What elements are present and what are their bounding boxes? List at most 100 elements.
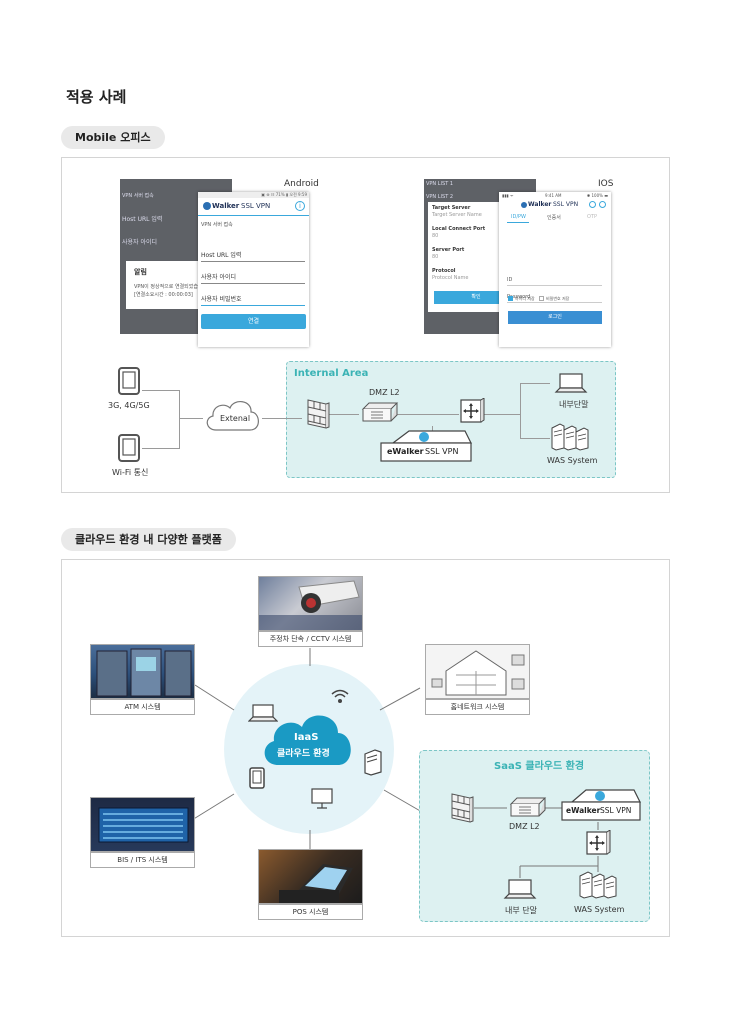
- form-value[interactable]: 80: [432, 233, 439, 239]
- pos-photo: [258, 849, 363, 904]
- server-icon: [363, 748, 383, 776]
- field-placeholder: 사용자 비밀번호: [201, 296, 242, 303]
- section-pill-cloud: 클라우드 환경 내 다양한 플랫폼: [61, 528, 236, 551]
- add-icon[interactable]: [589, 201, 596, 208]
- form-value[interactable]: 80: [432, 254, 439, 260]
- iaas-subtitle: 클라우드 환경: [277, 749, 330, 759]
- ios-bg-item: VPN LIST 1: [426, 181, 454, 187]
- ios-label: IOS: [598, 179, 614, 189]
- was-label: WAS System: [547, 456, 598, 465]
- dmz-label: DMZ L2: [369, 388, 400, 397]
- save-pw-checkbox[interactable]: [539, 296, 544, 301]
- tab-otp[interactable]: OTP: [587, 214, 598, 220]
- iaas-cloud-icon: [258, 707, 358, 769]
- form-value[interactable]: Target Server Name: [432, 212, 482, 218]
- checkbox-label: 아이디 저장: [515, 296, 535, 301]
- mobile-office-panel: Android VPN 서버 접속 Host URL 입력 사용자 아이디 알림…: [61, 157, 670, 493]
- app-brand: Walker: [528, 201, 552, 208]
- ios-bg-item: VPN LIST 2: [426, 194, 454, 200]
- save-id-checkbox[interactable]: [508, 296, 513, 301]
- form-value[interactable]: Protocol Name: [432, 275, 469, 281]
- user-id-field[interactable]: 사용자 아이디: [201, 264, 305, 284]
- terminal-label: 내부 단말: [505, 906, 537, 915]
- switch-icon: [359, 401, 399, 427]
- ios-time: 9:41 AM: [545, 193, 562, 198]
- caption-cctv: 주정차 단속 / CCTV 시스템: [258, 631, 363, 647]
- settings-icon[interactable]: [599, 201, 606, 208]
- form-label: Server Port: [432, 247, 465, 253]
- android-bg-item: VPN 서버 접속: [122, 193, 154, 199]
- spoke-lines: [191, 648, 423, 850]
- input-placeholder: ID: [507, 277, 513, 283]
- dialog-title: 알림: [134, 268, 147, 276]
- caption-atm: ATM 시스템: [90, 699, 195, 715]
- ios-signal: ▮▮▮ ᯤ: [502, 193, 514, 198]
- saas-area-box: [419, 750, 650, 922]
- tab-idpw[interactable]: ID/PW: [511, 214, 526, 220]
- saas-lines: [474, 807, 599, 878]
- device-3g-label: 3G, 4G/5G: [108, 401, 150, 410]
- saas-title: SaaS 클라우드 환경: [494, 761, 585, 772]
- login-button[interactable]: 로그인: [508, 311, 602, 324]
- internal-area-label: Internal Area: [294, 368, 369, 379]
- vpn-suffix: SSL VPN: [600, 806, 632, 815]
- android-bg-item: 사용자 아이디: [122, 239, 158, 246]
- laptop-icon: [554, 372, 588, 394]
- vpn-appliance-icon: [379, 429, 473, 463]
- android-section-label: VPN 서버 접속: [201, 222, 233, 228]
- router-icon: [585, 830, 611, 858]
- firewall-icon: [450, 792, 474, 824]
- wifi-icon: [330, 688, 350, 704]
- host-url-field[interactable]: Host URL 입력: [201, 242, 305, 262]
- form-label: Protocol: [432, 268, 456, 274]
- bis-photo: [90, 797, 195, 852]
- cloud-icon: [202, 394, 264, 434]
- info-icon[interactable]: i: [295, 201, 305, 211]
- vpn-brand: eWalker: [387, 447, 424, 456]
- ios-app-screen: ▮▮▮ ᯤ 9:41 AM ✱ 100% ▬ Walker SSL VPN ID…: [499, 192, 611, 347]
- cloud-label: Extenal: [220, 414, 251, 423]
- mobile-icon: [248, 766, 266, 790]
- android-bg-item: Host URL 입력: [122, 216, 163, 223]
- laptop-icon: [248, 703, 278, 723]
- vpn-brand: eWalker: [566, 806, 601, 815]
- vpn-appliance-icon: [560, 788, 642, 822]
- tab-certificate[interactable]: 인증서: [547, 215, 561, 221]
- android-label: Android: [284, 179, 319, 189]
- password-field[interactable]: 사용자 비밀번호: [201, 286, 305, 306]
- cloud-platform-panel: IaaS 클라우드 환경 주정차 단속 / CCTV 시스템 ATM 시스템 홈…: [61, 559, 670, 937]
- server-icon: [578, 870, 618, 900]
- section-pill-mobile: Mobile 오피스: [61, 126, 165, 149]
- atm-photo: [90, 644, 195, 699]
- app-brand-suffix: SSL VPN: [553, 201, 579, 208]
- ewalker-logo-icon: [203, 202, 211, 210]
- android-app-screen: ▣ ⊕ ☷ 71% ▮ 오전 9:59 Walker SSL VPN i VPN…: [198, 192, 309, 347]
- was-label: WAS System: [574, 905, 625, 914]
- dmz-label: DMZ L2: [509, 822, 540, 831]
- page-title: 적용 사례: [66, 88, 127, 106]
- mobile-device-icon: [117, 366, 141, 396]
- caption-pos: POS 시스템: [258, 904, 363, 920]
- iaas-title: IaaS: [294, 732, 319, 743]
- laptop-icon: [503, 878, 537, 900]
- device-wifi-label: Wi-Fi 통신: [112, 468, 149, 477]
- home-network-photo: [425, 644, 530, 699]
- id-input[interactable]: ID: [507, 266, 602, 286]
- switch-icon: [507, 796, 547, 822]
- tablet-device-icon: [117, 433, 141, 463]
- server-icon: [550, 422, 590, 452]
- confirm-button[interactable]: 확인: [434, 291, 518, 304]
- terminal-label: 내부단말: [559, 400, 589, 409]
- caption-bis: BIS / ITS 시스템: [90, 852, 195, 868]
- vpn-suffix: SSL VPN: [425, 447, 459, 456]
- caption-home-network: 홈네트워크 시스템: [425, 699, 530, 715]
- android-status-bar: ▣ ⊕ ☷ 71% ▮ 오전 9:59: [261, 192, 307, 197]
- connect-button[interactable]: 연결: [201, 314, 306, 329]
- ewalker-logo-icon: [521, 202, 527, 208]
- password-input[interactable]: Password: [507, 283, 602, 303]
- field-placeholder: 사용자 아이디: [201, 274, 237, 281]
- app-brand: Walker: [212, 202, 240, 210]
- form-label: Target Server: [432, 205, 471, 211]
- monitor-icon: [310, 787, 334, 811]
- dialog-message: VPN이 정상적으로 연결되었습: [134, 284, 198, 290]
